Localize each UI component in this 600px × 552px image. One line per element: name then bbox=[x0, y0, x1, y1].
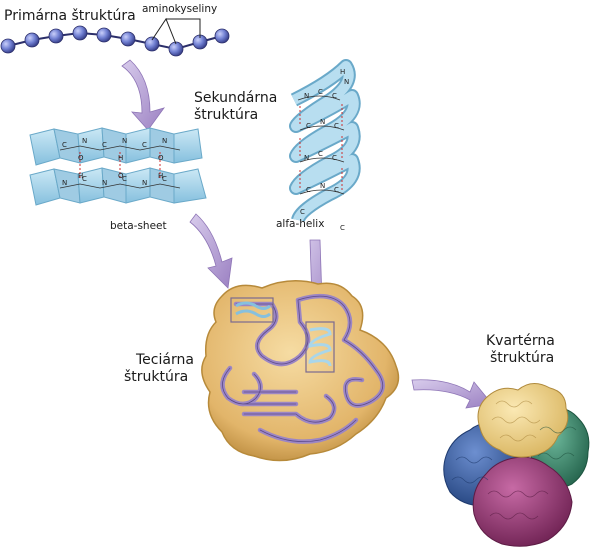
amino-acid-bead bbox=[48, 28, 64, 44]
label-quaternary-structure-line1: Kvartérna bbox=[486, 333, 555, 349]
svg-text:O: O bbox=[158, 154, 164, 162]
svg-text:C: C bbox=[306, 122, 311, 130]
svg-text:N: N bbox=[82, 137, 87, 145]
svg-text:C: C bbox=[340, 224, 345, 232]
svg-text:C: C bbox=[332, 154, 337, 162]
svg-text:C: C bbox=[318, 150, 323, 158]
tertiary-structure bbox=[201, 280, 400, 462]
label-primary-structure: Primárna štruktúra bbox=[4, 8, 136, 24]
amino-acid-bead bbox=[72, 25, 88, 41]
svg-text:C: C bbox=[334, 122, 339, 130]
amino-acid-bead bbox=[96, 27, 112, 43]
svg-text:C: C bbox=[306, 186, 311, 194]
svg-text:C: C bbox=[62, 141, 67, 149]
amino-acid-pointer-lines bbox=[166, 18, 201, 38]
svg-text:C: C bbox=[300, 208, 305, 216]
beta-sheet-ribbon: C N C N C N N C N C N C O H O H O H bbox=[29, 127, 207, 206]
label-alpha-helix: alfa-helix bbox=[276, 218, 325, 230]
svg-text:H: H bbox=[118, 154, 123, 162]
amino-acid-bead bbox=[168, 41, 184, 57]
svg-text:N: N bbox=[344, 78, 349, 86]
label-secondary-structure-line2: štruktúra bbox=[194, 107, 259, 123]
svg-text:O: O bbox=[78, 154, 84, 162]
label-secondary-structure-line1: Sekundárna bbox=[194, 90, 278, 106]
quaternary-structure bbox=[443, 383, 590, 547]
svg-text:O: O bbox=[118, 172, 124, 180]
svg-text:N: N bbox=[162, 137, 167, 145]
svg-text:C: C bbox=[82, 175, 87, 183]
label-amino-acids: aminokyseliny bbox=[142, 3, 218, 15]
amino-acid-bead bbox=[120, 31, 136, 47]
svg-text:C: C bbox=[162, 175, 167, 183]
svg-text:H: H bbox=[158, 172, 163, 180]
amino-acid-chain bbox=[0, 17, 230, 57]
label-tertiary-structure-line1: Teciárna bbox=[136, 352, 194, 368]
svg-text:N: N bbox=[122, 137, 127, 145]
svg-text:C: C bbox=[142, 141, 147, 149]
svg-text:C: C bbox=[334, 186, 339, 194]
svg-text:N: N bbox=[320, 118, 325, 126]
svg-text:H: H bbox=[340, 68, 345, 76]
svg-text:N: N bbox=[142, 179, 147, 187]
amino-acid-bead bbox=[214, 28, 230, 44]
label-beta-sheet: beta-sheet bbox=[110, 220, 167, 232]
svg-text:N: N bbox=[304, 92, 309, 100]
amino-acid-bead bbox=[24, 32, 40, 48]
label-tertiary-structure-line2: štruktúra bbox=[124, 369, 189, 385]
svg-text:C: C bbox=[332, 92, 337, 100]
arrow-primary-to-secondary bbox=[121, 59, 166, 131]
svg-text:N: N bbox=[320, 182, 325, 190]
svg-text:N: N bbox=[62, 179, 67, 187]
svg-text:H: H bbox=[78, 172, 83, 180]
subunit-yellow bbox=[477, 383, 569, 458]
svg-text:C: C bbox=[318, 88, 323, 96]
svg-text:C: C bbox=[122, 175, 127, 183]
svg-text:N: N bbox=[304, 154, 309, 162]
label-quaternary-structure-line2: štruktúra bbox=[490, 350, 555, 366]
arrow-beta-to-tertiary bbox=[189, 213, 233, 289]
svg-text:N: N bbox=[102, 179, 107, 187]
arrow-tertiary-to-quaternary bbox=[411, 379, 493, 409]
subunit-magenta bbox=[472, 456, 573, 547]
svg-text:C: C bbox=[102, 141, 107, 149]
amino-acid-bead bbox=[0, 38, 16, 54]
amino-acid-bead bbox=[144, 36, 160, 52]
